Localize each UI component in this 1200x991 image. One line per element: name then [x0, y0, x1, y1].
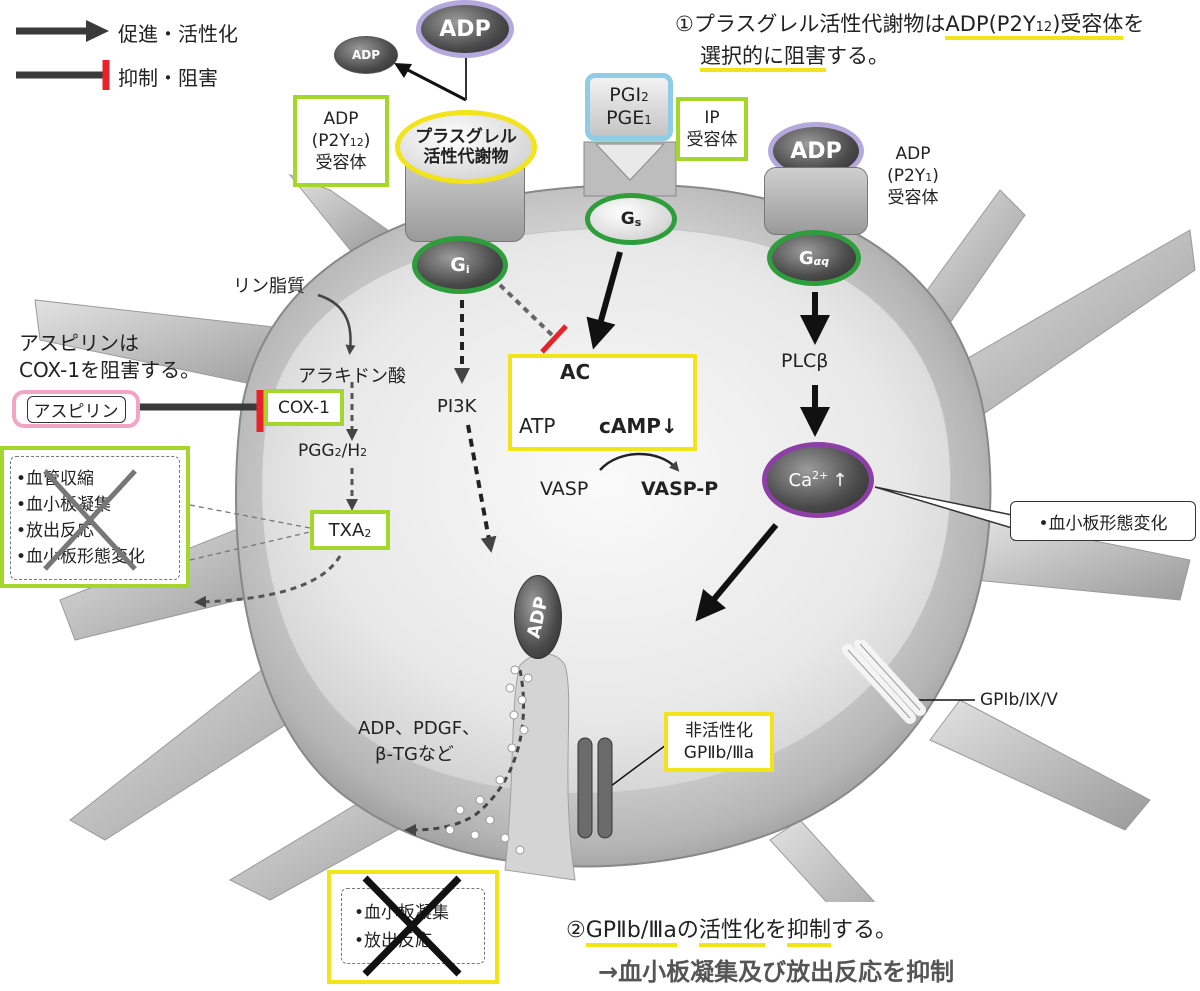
legend-inhibit-icon	[16, 60, 110, 90]
legend-inhibit-label: 抑制・阻害	[118, 66, 218, 90]
note-1-end: する。	[826, 44, 889, 68]
left-effects-cross-icon	[43, 469, 137, 571]
vasp-label: VASP	[540, 478, 589, 500]
aspirin-note-line1: アスピリンは	[19, 331, 139, 355]
gp1b-receptor-icon	[842, 640, 926, 724]
p2y12-line1: ADP	[323, 108, 359, 129]
gp1b-label: GPⅠb/Ⅸ/Ⅴ	[980, 690, 1058, 710]
adp-ligand-top: ADP	[416, 0, 514, 58]
inactive-gp2b3a-box: 非活性化 GPⅡb/Ⅲa	[664, 712, 774, 772]
prasugrel-line1: プラスグレル	[415, 126, 517, 147]
release-factors-line1: ADP、PDGF、	[358, 718, 481, 739]
note-2-mid: の	[676, 918, 699, 943]
note-2-line2: →血小板凝集及び放出反応を抑制	[598, 958, 955, 986]
bottom-effects-cross-icon	[362, 875, 462, 977]
note-1-selective: 選択的に阻害	[700, 44, 826, 72]
note-1-receptor-sub: 12	[1035, 20, 1053, 35]
p2y1-line3: 受容体	[887, 188, 939, 209]
release-factors-line2: β-TGなど	[375, 744, 454, 765]
plcb-label: PLCβ	[781, 350, 829, 372]
note-1-receptor-end: )受容体	[1052, 12, 1124, 36]
gp2b3a-receptor-icon	[577, 737, 613, 839]
p2y1-receptor-body	[764, 167, 868, 235]
arachidonic-acid-label: アラキドン酸	[298, 366, 406, 387]
ca-sup: 2+	[812, 468, 829, 482]
p2y1-line2: (P2Y1)	[887, 166, 939, 187]
pgi2-pge1-ligand: PGI2 PGE1	[585, 73, 673, 141]
note-2-suppress: 抑制	[786, 918, 831, 947]
ca-arrow: ↑	[832, 469, 848, 491]
adp-release-dots	[445, 665, 533, 855]
note-1-line1: ①プラスグレル活性代謝物はADP(P2Y12)受容体を	[675, 8, 1145, 40]
ip-receptor-label: IP 受容体	[676, 97, 748, 161]
p2y1-receptor-label: ADP (P2Y1) 受容体	[868, 143, 958, 209]
vasp-p-label: VASP-P	[641, 478, 719, 500]
note-2-line1: ②GPⅡb/Ⅲaの活性化を抑制する。	[566, 912, 897, 947]
phospholipid-label: リン脂質	[233, 276, 305, 297]
aspirin-label: アスピリン	[26, 395, 126, 423]
atp-label: ATP	[519, 414, 556, 438]
p2y12-line2: (P2Y12)	[311, 130, 371, 151]
adp-displaced: ADP	[334, 36, 398, 74]
note-2-end: する。	[830, 918, 897, 943]
p2y12-receptor-label: ADP (P2Y12) 受容体	[293, 95, 389, 187]
p2y12-line3: 受容体	[315, 153, 367, 174]
prasugrel-line2: 活性代謝物	[423, 147, 509, 167]
legend-arrow-icon	[16, 20, 109, 42]
shape-change-callout: •血小板形態変化	[1010, 501, 1196, 541]
adp-displacement-arrow	[394, 58, 467, 102]
txa2-effects-inner	[10, 456, 180, 580]
pi3k-label: PI3K	[437, 396, 477, 417]
camp-label: cAMP↓	[599, 414, 678, 438]
ac-label: AC	[560, 360, 591, 384]
bottom-effects-inner	[341, 888, 485, 964]
note-1-box	[668, 0, 1200, 76]
note-2-activation: 活性化	[698, 918, 765, 947]
cox1-box: COX-1	[264, 389, 344, 426]
inactive-line1: 非活性化	[685, 720, 753, 741]
inactive-line2: GPⅡb/Ⅲa	[683, 743, 755, 763]
note-2-box	[548, 902, 1046, 991]
pge1-label: PGE1	[606, 107, 652, 129]
prasugrel-metabolite: プラスグレル 活性代謝物	[395, 110, 537, 184]
ac-box	[508, 354, 697, 451]
ip-receptor-body	[583, 141, 677, 197]
ip-line1: IP	[704, 107, 720, 128]
ip-line2: 受容体	[686, 130, 738, 150]
note-1-receptor: ADP(P2Y	[945, 12, 1036, 36]
legend-promote-label: 促進・活性化	[118, 22, 238, 46]
note-1-mid: を	[1123, 12, 1145, 36]
note-1-line2: 選択的に阻害する。	[700, 40, 889, 72]
ca-label: Ca	[788, 469, 813, 491]
aspirin-note-line2: COX-1を阻害する。	[19, 358, 201, 382]
note-2-mid2: を	[764, 918, 787, 943]
pgi2-label: PGI2	[609, 84, 649, 107]
note-1-prefix: ①プラスグレル活性代謝物は	[675, 12, 946, 36]
effect-aggregation: •血小板凝集	[16, 495, 112, 515]
p2y1-line1: ADP	[895, 144, 931, 164]
adp-granule: ADP	[514, 575, 562, 659]
note-2-num: ②	[566, 918, 586, 943]
note-2-gp: GPⅡb/Ⅲa	[585, 918, 677, 947]
pgg2-h2-label: PGG2/H2	[298, 441, 368, 461]
aspirin-box: アスピリン	[12, 390, 140, 428]
